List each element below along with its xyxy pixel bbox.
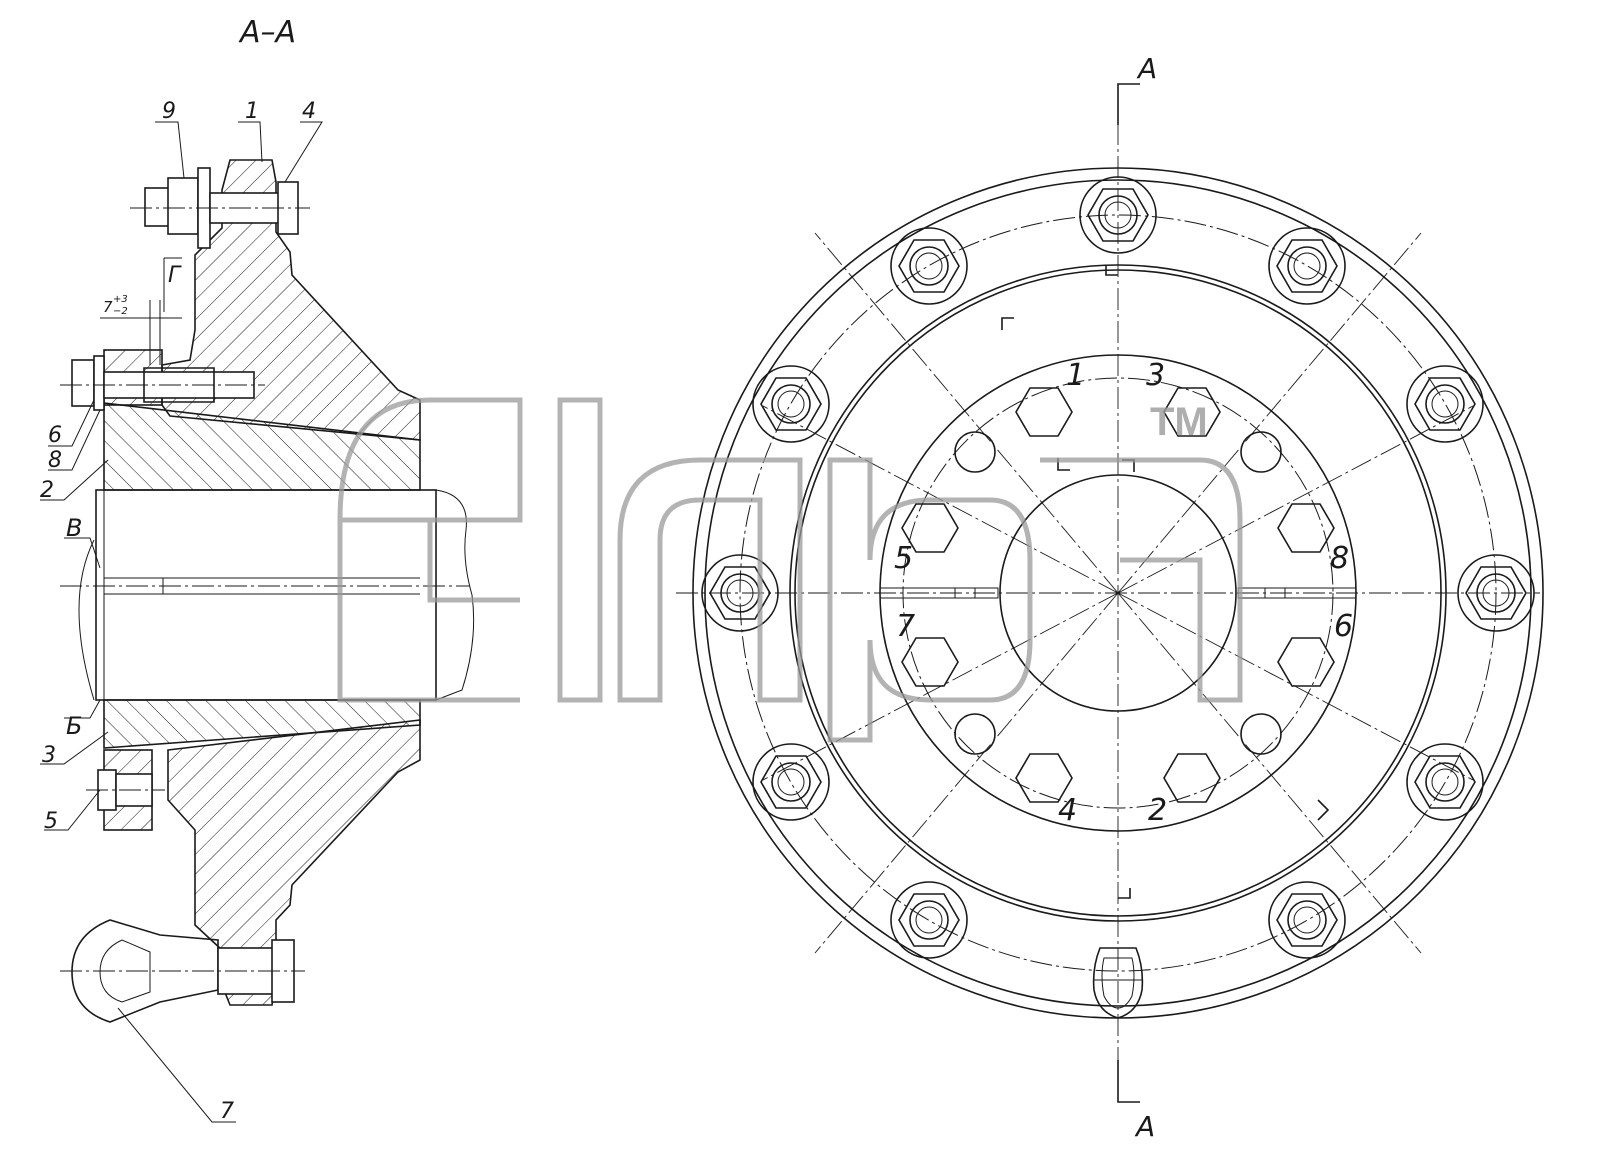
letter-b: Б [66,712,82,740]
section-view: А–А [40,15,475,1124]
seq-1: 1 [1066,358,1085,393]
outer-bolts [701,176,1535,959]
cut-mark-bottom [1117,1060,1140,1103]
shaft-bore [95,489,437,701]
callout-numbers: 9 1 4 6 8 2 В Б 3 5 7 [40,99,316,1124]
callout-2: 2 [40,478,54,503]
callout-7: 7 [220,1099,234,1124]
inner-rim [789,264,1447,922]
front-view: А А [676,52,1544,1143]
top-bolt [130,167,310,249]
lower-bolt [86,769,165,811]
bolt-circle-outer [739,214,1497,972]
seq-6: 6 [1334,609,1353,644]
callout-leaders [40,121,323,1123]
dim-base: 7 [103,298,113,316]
seq-8: 8 [1330,541,1349,576]
cut-mark-top [1117,83,1140,125]
watermark-logo: TM [337,397,1243,743]
callout-9: 9 [162,99,176,124]
callout-5: 5 [44,809,58,834]
bolt-sequence: 1 3 5 8 7 6 4 2 [894,358,1353,828]
watermark-tm: TM [1150,400,1208,444]
section-label: А–А [238,15,296,50]
inner-holes [954,431,1282,755]
callout-3: 3 [42,743,56,768]
seq-4: 4 [1058,793,1077,828]
seq-7: 7 [896,609,915,644]
letter-g: Г [168,263,182,288]
callout-4: 4 [302,99,316,124]
cut-label-bottom: А [1134,1110,1155,1143]
dim-upper: +3 [113,294,128,305]
letter-v: В [66,514,82,542]
dimension-block: 7 +3 −2 Г [100,257,182,365]
cut-label-top: А [1136,52,1157,85]
middle-bolt [60,355,265,411]
seq-2: 2 [1148,793,1167,828]
inner-hex-bolts [901,387,1335,803]
bolt-circle-inner [902,377,1334,809]
shaft-bore-front [999,474,1237,712]
eye-bolt-front [1092,947,1144,1019]
callout-6: 6 [48,423,62,448]
dim-lower: −2 [113,306,128,317]
eye-bolt [60,919,305,1023]
seq-3: 3 [1146,358,1165,393]
callout-8: 8 [48,448,62,473]
seq-5: 5 [894,541,913,576]
callout-1: 1 [245,99,259,124]
